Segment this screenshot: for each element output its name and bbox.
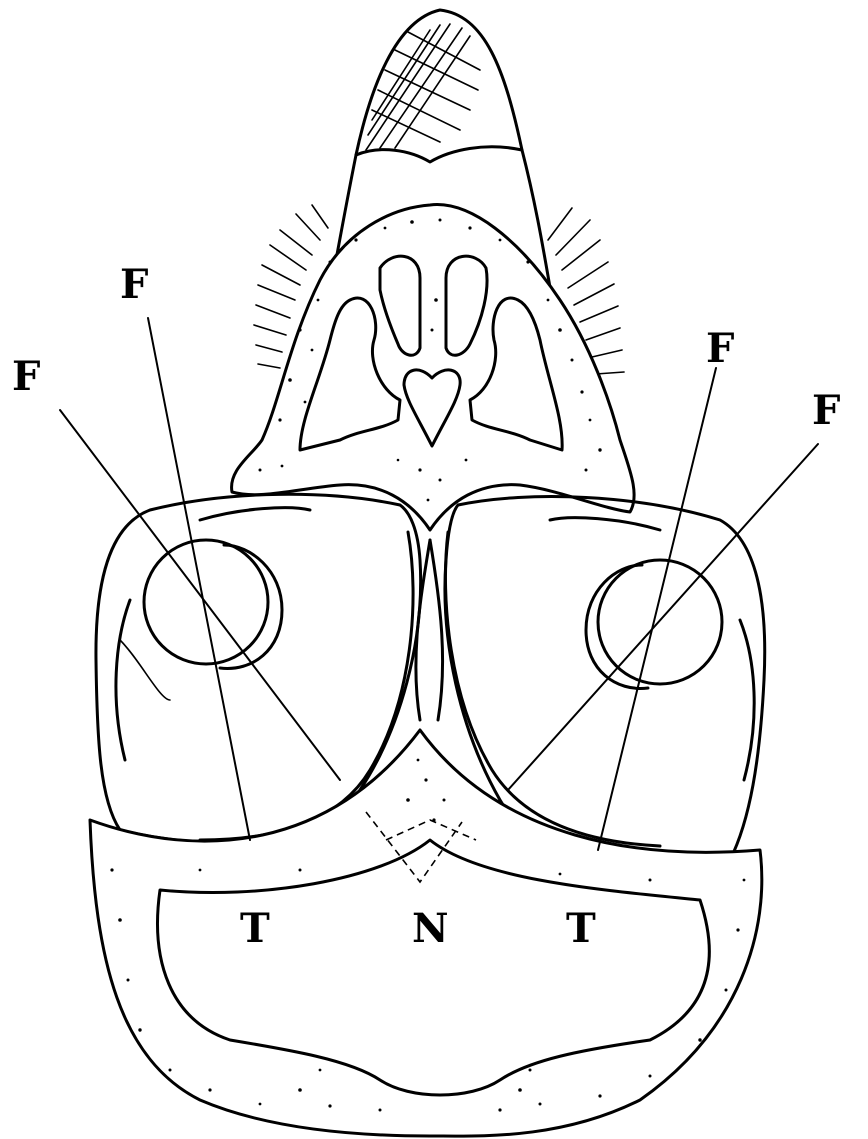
- label-n-center: N: [412, 905, 449, 952]
- leader-f-upper-left: [148, 318, 250, 840]
- label-f-upper-right: F: [706, 325, 734, 372]
- beak-hatching: [366, 24, 480, 150]
- label-t-right: T: [566, 905, 596, 952]
- label-t-left: T: [240, 905, 270, 952]
- label-f-upper-left: F: [120, 261, 148, 308]
- label-f-outer-left: F: [12, 353, 40, 400]
- label-f-outer-right: F: [812, 387, 840, 434]
- nasal-section: [232, 205, 635, 530]
